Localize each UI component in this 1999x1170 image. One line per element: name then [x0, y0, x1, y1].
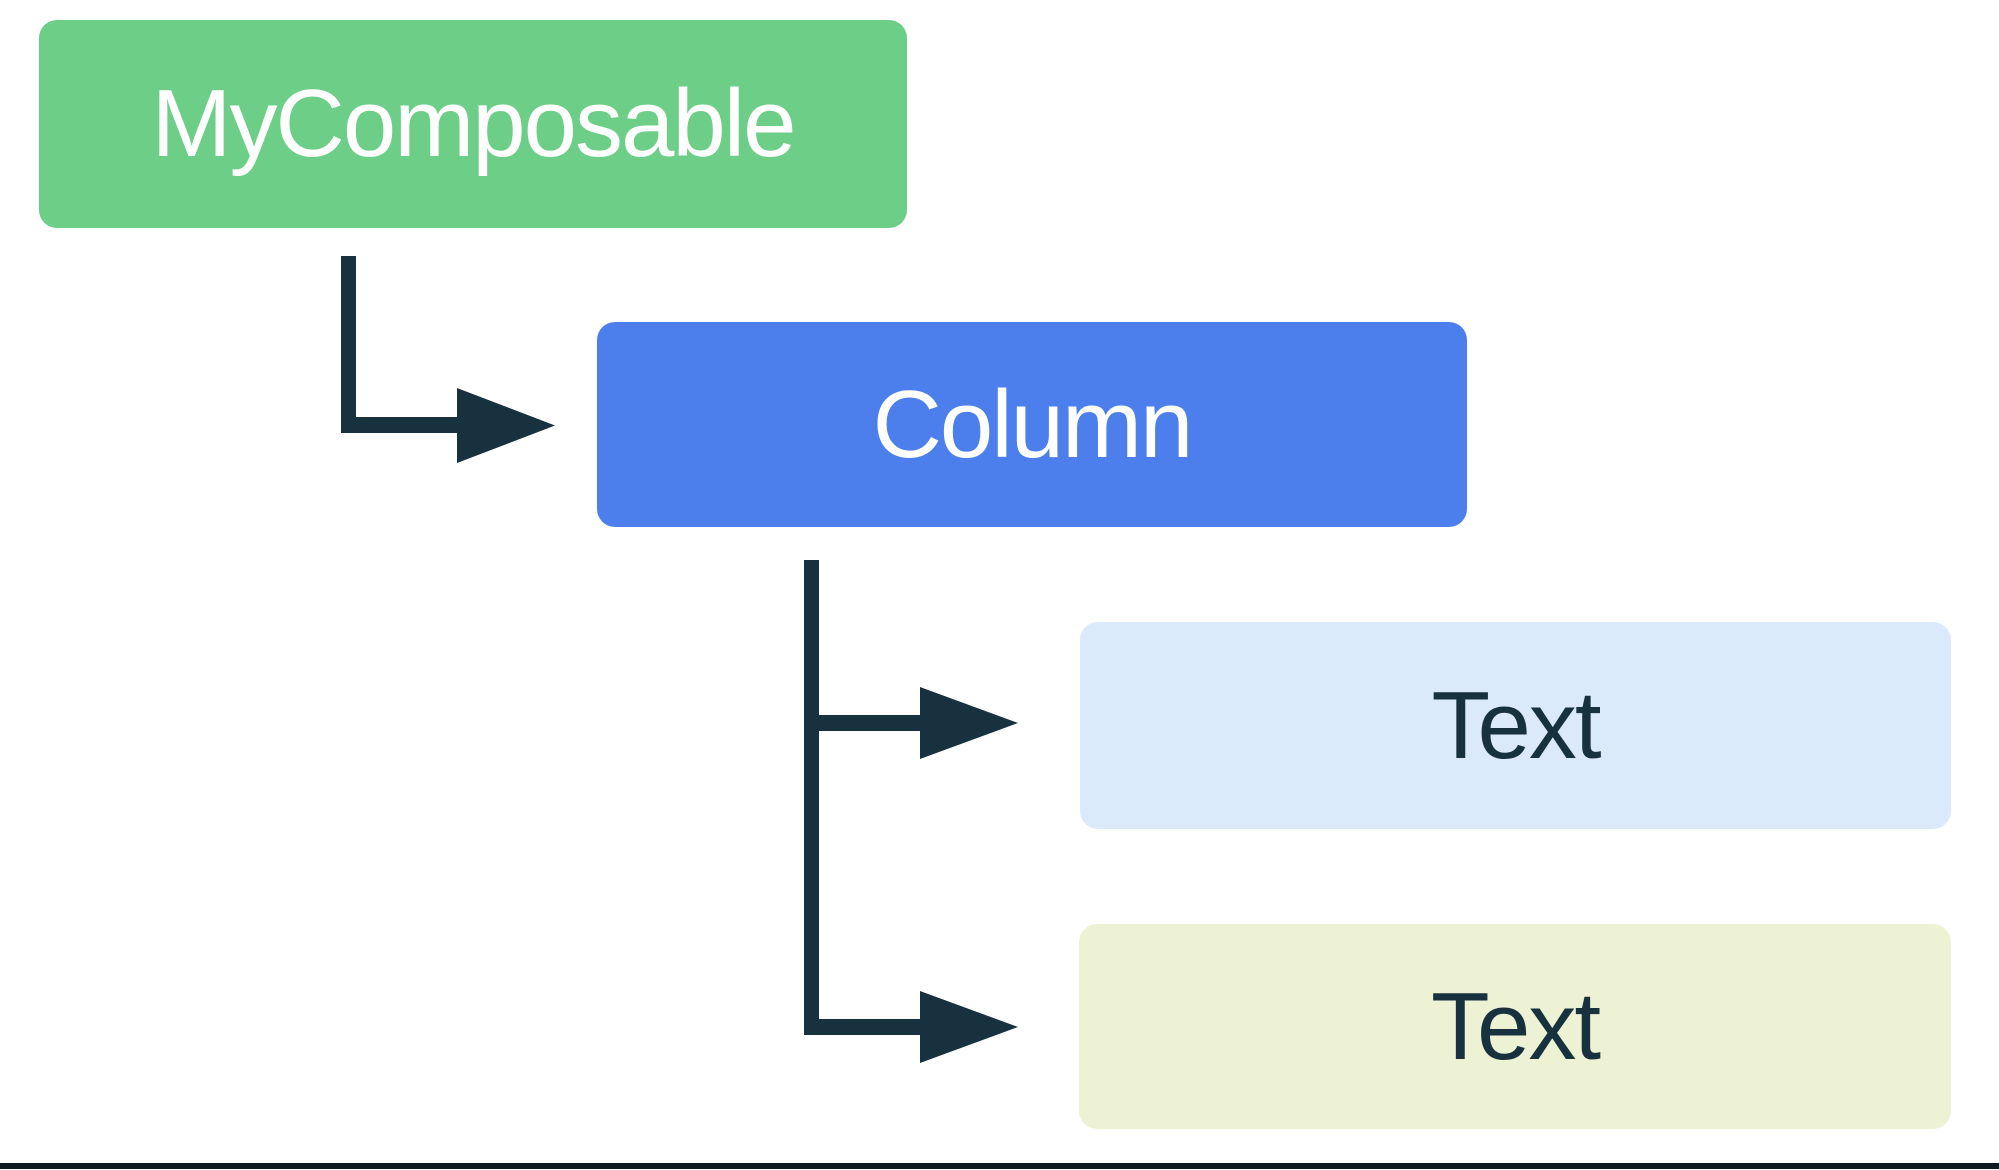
node-text-1-label: Text [1431, 671, 1601, 779]
bottom-frame-line [0, 1163, 1999, 1169]
node-text-1: Text [1080, 622, 1951, 829]
arrow-column-to-text-1 [804, 687, 1018, 759]
node-mycomposable-label: MyComposable [151, 70, 797, 177]
node-text-2-label: Text [1430, 972, 1601, 1080]
arrow-column-to-text-2 [804, 991, 1018, 1063]
node-text-2: Text [1079, 924, 1951, 1129]
edge-column-trunk [804, 560, 819, 1035]
node-mycomposable: MyComposable [39, 20, 907, 228]
arrow-mycomposable-to-column [341, 256, 555, 463]
node-column-label: Column [872, 370, 1194, 478]
node-column: Column [597, 322, 1467, 527]
